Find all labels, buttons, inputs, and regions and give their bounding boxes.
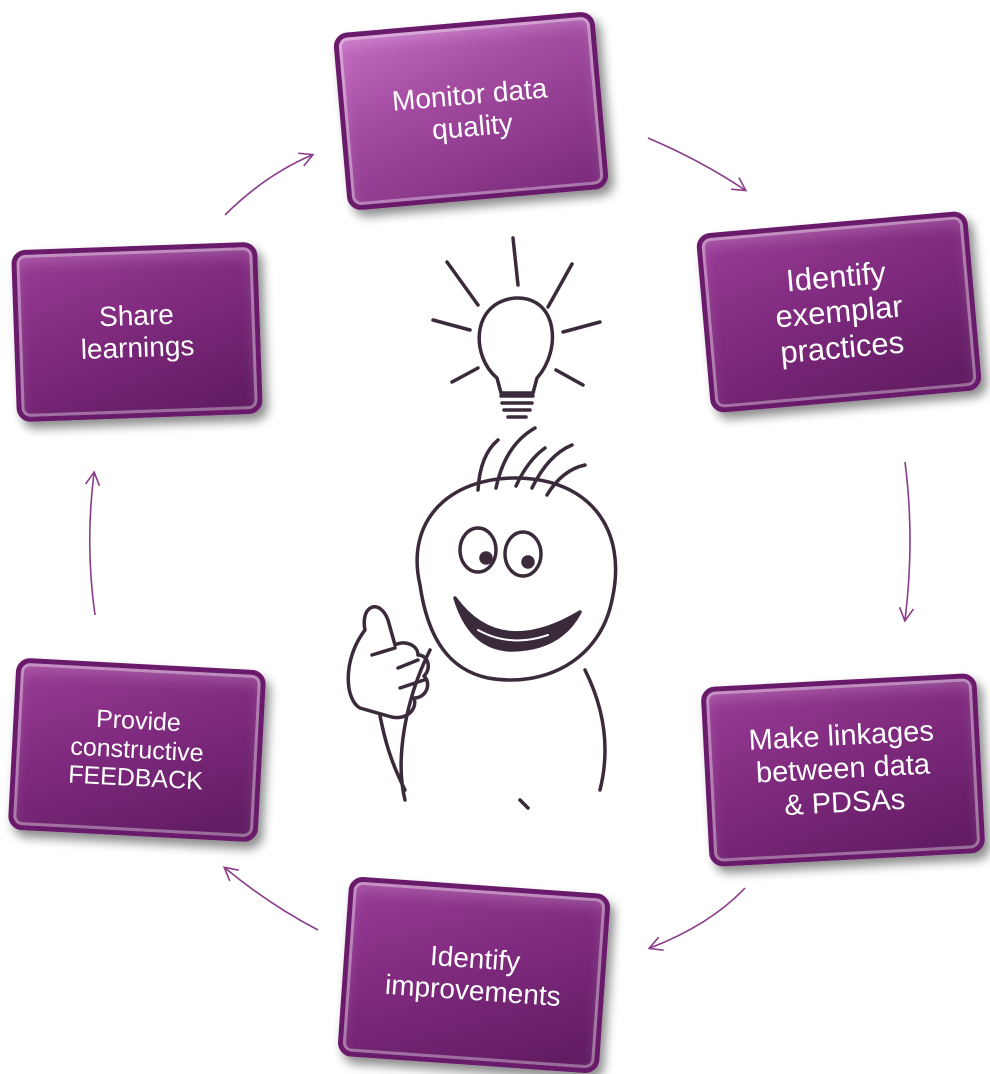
step-make-linkages: Make linkages between data & PDSAs [700,672,986,868]
step-identify-improvements: Identify improvements [337,876,611,1074]
arrow-monitor-to-identify [647,137,748,192]
step-label-line: learnings [80,330,195,365]
step-label-line: Share [98,298,175,333]
arrow-linkages-to-improvements [647,887,746,952]
arrow-feedback-to-share [84,470,101,616]
step-monitor-data-quality: Monitor data quality [332,10,610,212]
arrow-improvements-to-feedback [222,866,319,931]
arrow-share-to-monitor [224,152,315,216]
step-label-line: FEEDBACK [67,760,204,796]
step-identify-exemplar-practices: Identify exemplar practices [695,210,983,414]
step-provide-feedback: Provide constructive FEEDBACK [7,657,267,843]
step-share-learnings: Share learnings [11,241,263,423]
arrow-identify-to-linkages [898,461,915,623]
